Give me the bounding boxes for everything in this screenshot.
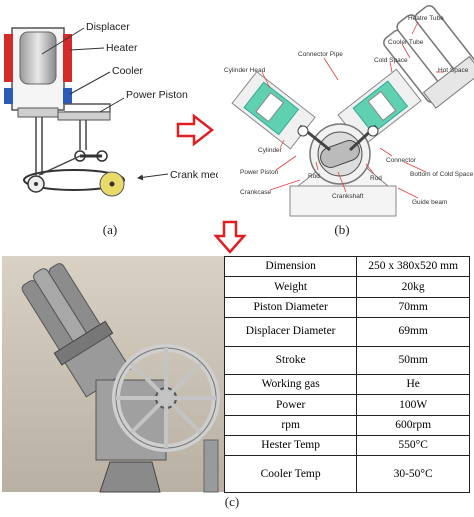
label-displacer: Displacer: [86, 21, 130, 33]
spec-value: He: [356, 373, 470, 396]
label-crankshaft: Crankshaft: [332, 193, 364, 200]
label-heater-tube: Heatre Tube: [408, 15, 444, 22]
spec-value: 550°C: [356, 434, 470, 457]
panel-a-schematic: Displacer Heater Cooler Power Piston Cra…: [4, 21, 255, 237]
arrow-down-icon: [213, 220, 247, 254]
label-cooler: Cooler: [112, 65, 143, 77]
cooler-band-left: [4, 88, 13, 104]
spec-label: Weight: [223, 276, 358, 298]
label-cylinder: Cylinder: [258, 147, 283, 154]
spec-value: 100W: [356, 394, 470, 416]
spec-value: 50mm: [356, 345, 470, 375]
displacer-body: [19, 31, 57, 85]
label-cylinder-head: Cylinder Head: [224, 67, 266, 74]
spec-label: Working gas: [223, 373, 358, 396]
spec-label: Stroke: [223, 345, 358, 375]
spec-value: 69mm: [356, 317, 470, 347]
power-piston-right: [57, 111, 111, 121]
spec-label: Displacer Diameter: [223, 317, 358, 347]
caption-c: (c): [225, 494, 239, 509]
spec-label: Cooler Temp: [223, 455, 358, 493]
label-connector-pipe: Connector Pipe: [298, 51, 343, 58]
arrow-right-icon: [176, 113, 215, 147]
spec-value: 600rpm: [356, 414, 470, 437]
spec-label: Power: [223, 394, 358, 416]
label-rod-right: Rod: [370, 175, 382, 182]
spec-label: Hester Temp: [223, 434, 358, 457]
caption-b: (b): [334, 222, 349, 237]
label-cold-space: Cold Space: [374, 57, 408, 64]
spec-label: rpm: [223, 414, 358, 437]
spec-value: 250 x 380x520 mm: [356, 255, 470, 278]
cooler-band-right: [63, 88, 72, 104]
caption-a: (a): [103, 222, 117, 237]
heater-tube-bundle: [383, 5, 474, 109]
label-guide-beam: Guide beam: [412, 199, 447, 206]
spec-label: Dimension: [223, 255, 358, 278]
panel-b-cad: Heatre Tube Cooler Tube Connector Pipe C…: [218, 2, 474, 237]
power-piston-left: [17, 107, 59, 118]
label-hot-space: Hot Space: [438, 67, 469, 74]
spec-label: Piston Diameter: [223, 296, 358, 319]
spec-value: 30-50°C: [356, 455, 470, 493]
label-bottom-cold: Bottom of Cold Space: [410, 171, 474, 178]
label-power-piston-b: Power Piston: [240, 169, 279, 176]
spec-value: 20kg: [356, 276, 470, 298]
label-cooler-tube: Cooler Tube: [388, 39, 424, 46]
heater-band-left: [4, 34, 13, 82]
label-power-piston: Power Piston: [126, 89, 188, 101]
label-heater: Heater: [106, 42, 138, 54]
label-connector: Connector: [386, 157, 417, 164]
label-crankcase: Crankcase: [240, 189, 271, 196]
label-rod-left: Rod: [308, 173, 320, 180]
heater-band-right: [63, 34, 72, 82]
panel-c-photo: [2, 256, 224, 493]
spec-value: 70mm: [356, 296, 470, 319]
